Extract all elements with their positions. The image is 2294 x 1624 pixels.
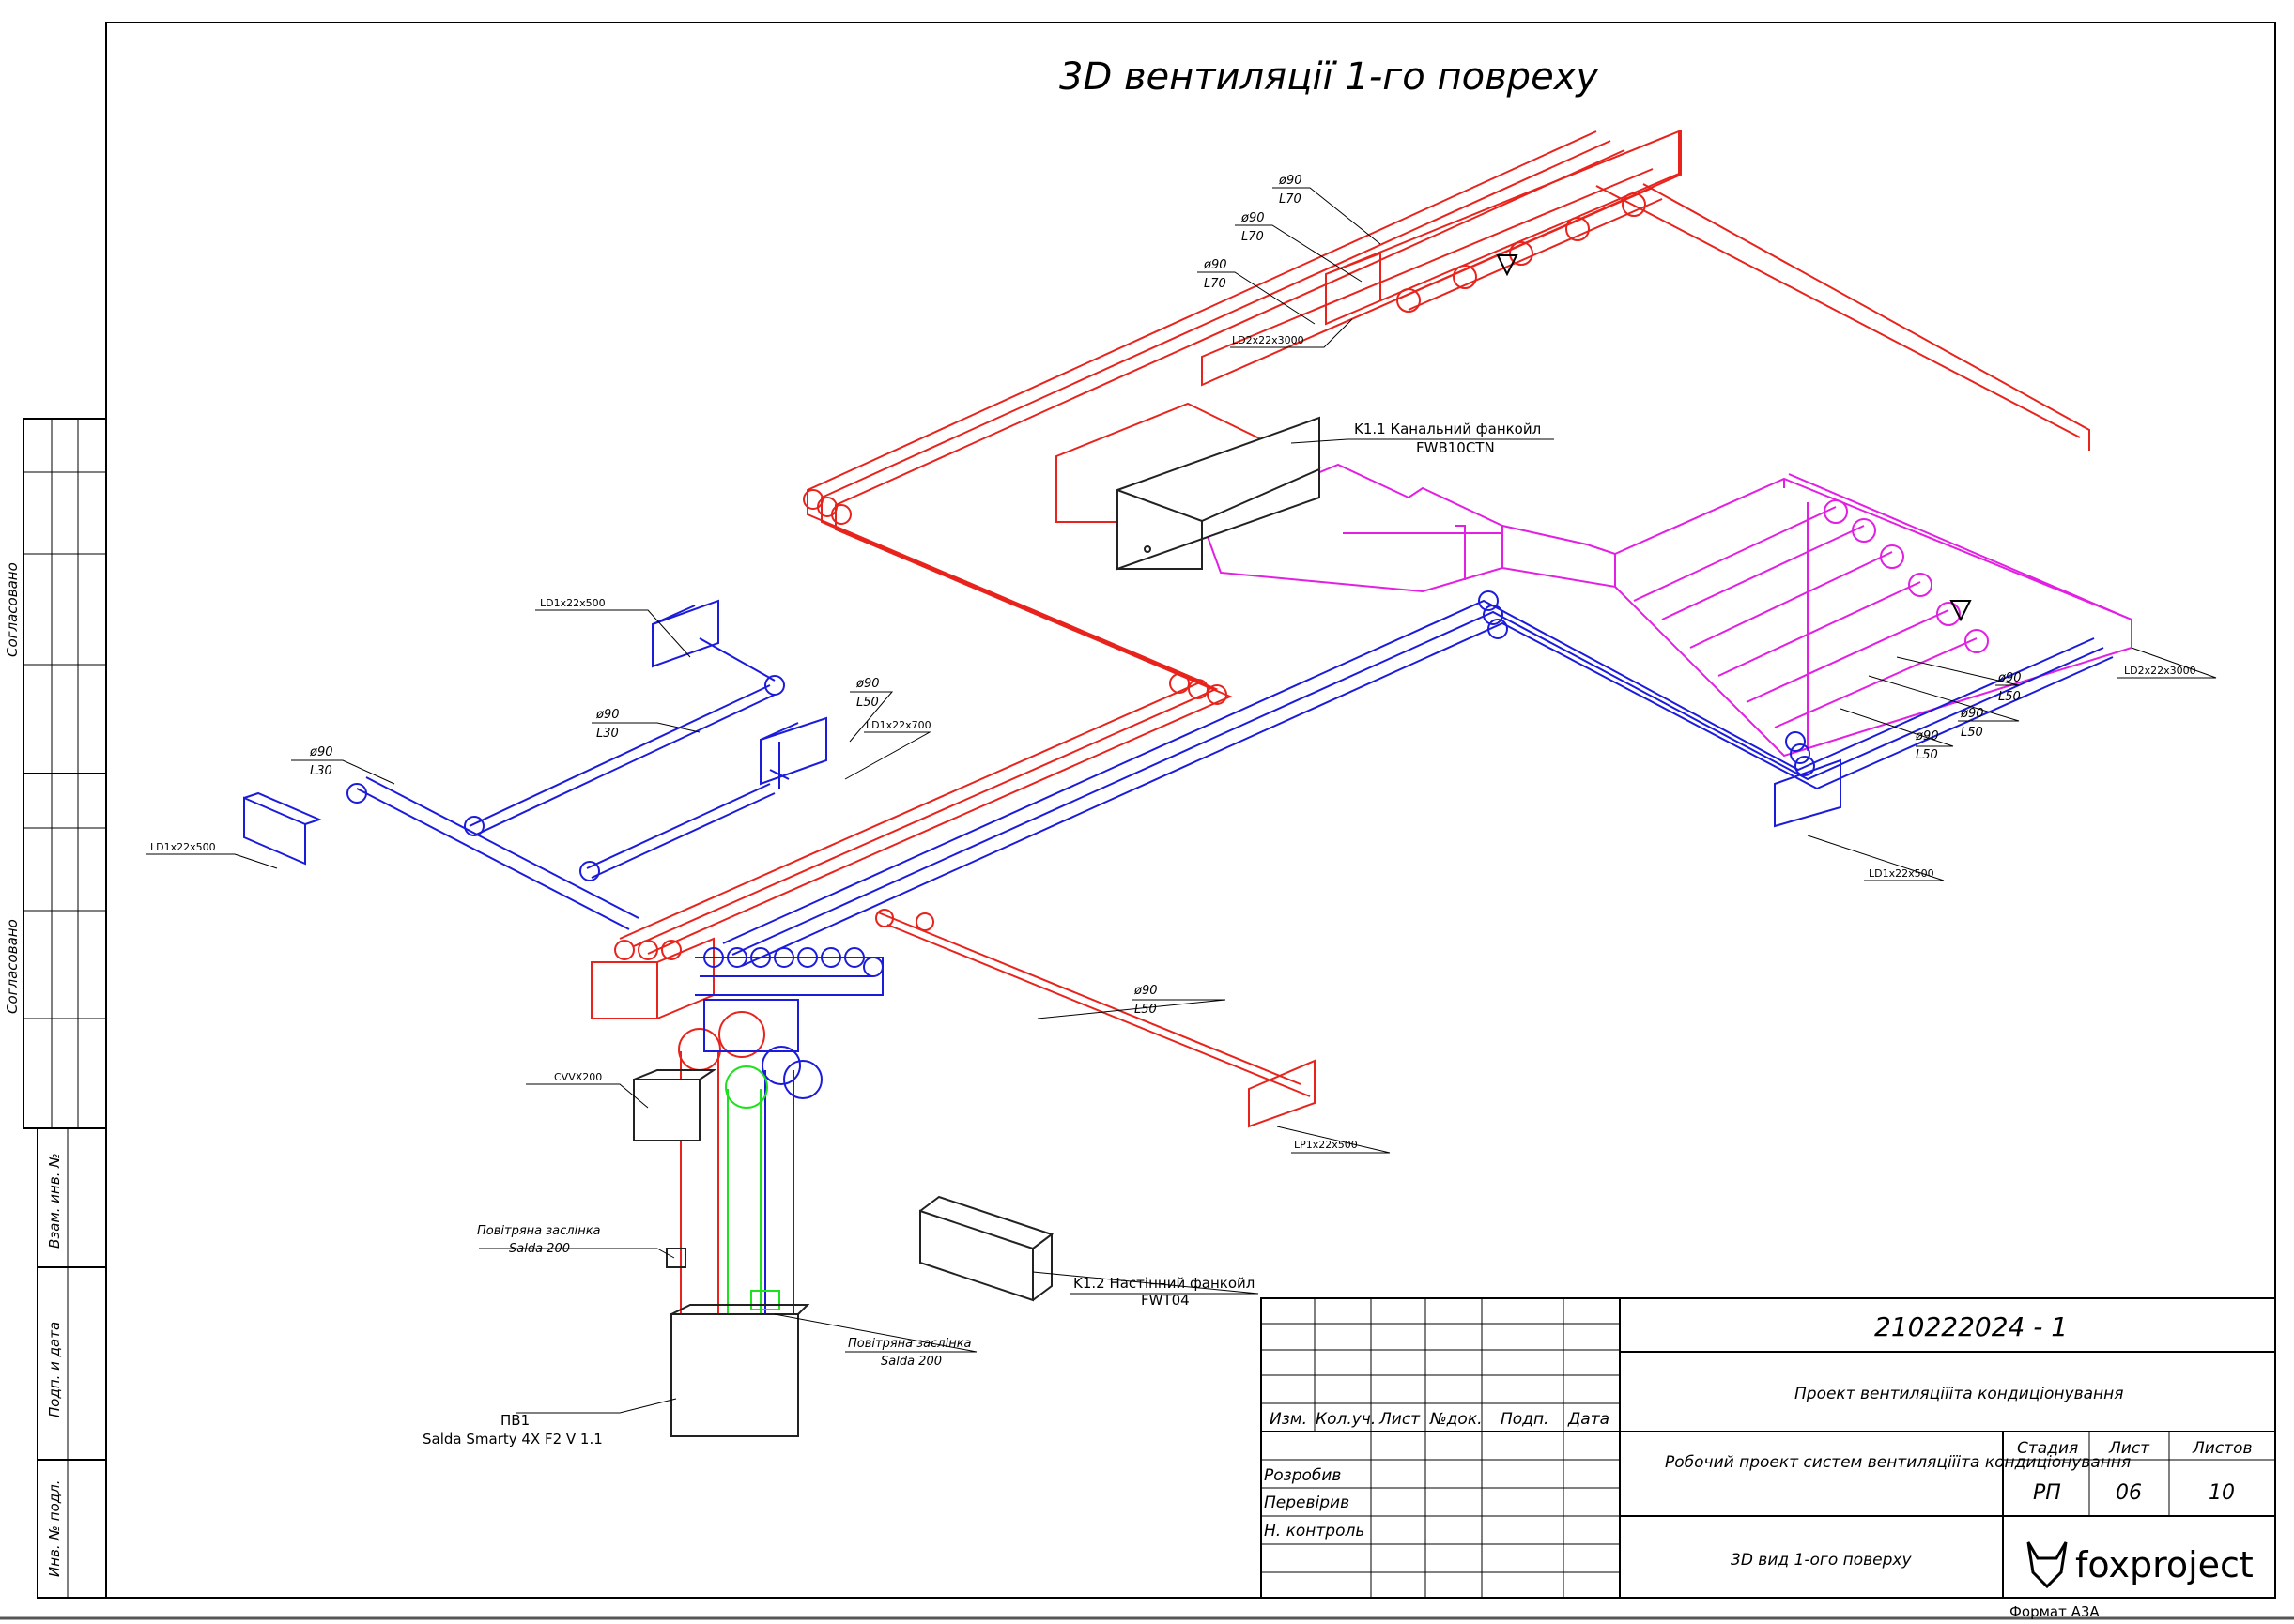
col-kol: Кол.уч. bbox=[1316, 1410, 1376, 1429]
side-agreed-1: Согласовано bbox=[4, 562, 21, 657]
ld2-top-label: LD2x22x3000 bbox=[1232, 334, 1304, 346]
col-izm: Изм. bbox=[1270, 1410, 1307, 1429]
col-podp: Подп. bbox=[1501, 1410, 1548, 1429]
ld1-500-right-label: LD1x22x500 bbox=[1869, 867, 1934, 880]
pv1-model: Salda Smarty 4X F2 V 1.1 bbox=[423, 1431, 603, 1448]
fox-logo-icon bbox=[2026, 1541, 2068, 1589]
bottom-l: L50 bbox=[1134, 1003, 1157, 1017]
col-data: Дата bbox=[1567, 1410, 1609, 1429]
company-name: foxproject bbox=[2075, 1544, 2254, 1586]
right-b-l: L50 bbox=[1961, 726, 1983, 740]
supply-ducts bbox=[591, 130, 2090, 1314]
side-sign-date: Подп. и дата bbox=[46, 1322, 63, 1417]
top2-l: L70 bbox=[1241, 230, 1264, 244]
top1-l: L70 bbox=[1279, 192, 1301, 207]
damper2-model: Salda 200 bbox=[881, 1355, 942, 1369]
lp1-500-label: LP1x22x500 bbox=[1294, 1139, 1358, 1151]
ld1-500-b-label: LD1x22x500 bbox=[150, 841, 216, 853]
sheet-label: Лист bbox=[2108, 1439, 2150, 1458]
project-name: Проект вентиляціїіта кондиціонування bbox=[1794, 1385, 2123, 1403]
pv1-title: ПВ1 bbox=[500, 1412, 530, 1429]
drawing-title: 3D вентиляції 1-го поврeху bbox=[1059, 55, 1599, 99]
side-inv-replace: Взам. инв. № bbox=[46, 1153, 63, 1249]
sheet-name: 3D вид 1-ого поверху bbox=[1731, 1551, 1912, 1570]
fancoil-k11-body bbox=[1116, 416, 1320, 571]
diffuser-labels: LD2x22x3000 LD1x22x500 LD1x22x700 LD1x22… bbox=[150, 334, 2196, 1151]
mid-d: ø90 bbox=[855, 677, 880, 691]
right-a-d: ø90 bbox=[1997, 671, 2022, 685]
left-b-l: L30 bbox=[310, 764, 332, 778]
right-c-d: ø90 bbox=[1915, 729, 1939, 743]
duct-labels: ø90 L70 ø90 L70 ø90 L70 ø90 L30 ø90 L30 … bbox=[309, 174, 2022, 1017]
left-b-d: ø90 bbox=[309, 745, 333, 759]
equipment-labels: K1.1 Канальний фанкойл FWB10CTN K1.2 Нас… bbox=[423, 421, 1541, 1448]
right-c-l: L50 bbox=[1916, 748, 1938, 762]
k12-title: K1.2 Настінний фанкойл bbox=[1073, 1275, 1255, 1292]
fancoil-duct bbox=[1200, 463, 2132, 758]
right-b-d: ø90 bbox=[1960, 707, 1984, 721]
k12-model: FWT04 bbox=[1141, 1292, 1190, 1309]
side-agreed-2: Согласовано bbox=[4, 919, 21, 1014]
doc-number: 210222024 - 1 bbox=[1874, 1311, 2068, 1342]
role-developer: Розробив bbox=[1264, 1466, 1341, 1485]
work-name: Робочий проект систем вентиляціїіта конд… bbox=[1665, 1453, 2131, 1472]
damper1-title: Повітряна заслінка bbox=[477, 1224, 601, 1238]
ld1-500-a-label: LD1x22x500 bbox=[540, 597, 606, 609]
ld1-700-label: LD1x22x700 bbox=[866, 719, 931, 731]
ld2-right-label: LD2x22x3000 bbox=[2124, 665, 2196, 677]
callout-leaders bbox=[146, 187, 2217, 1414]
side-inv-orig: Инв. № подл. bbox=[46, 1480, 63, 1577]
role-checker: Перевірив bbox=[1264, 1494, 1349, 1512]
mid-l: L50 bbox=[856, 696, 879, 710]
top1-d: ø90 bbox=[1278, 174, 1302, 188]
drawing-frame bbox=[0, 22, 2294, 1620]
sheets-value: 10 bbox=[2209, 1481, 2235, 1505]
top3-d: ø90 bbox=[1203, 258, 1227, 272]
sheets-label: Листов bbox=[2192, 1439, 2253, 1458]
exhaust-ducts bbox=[243, 590, 2114, 1314]
top2-d: ø90 bbox=[1240, 211, 1265, 225]
title-block: 210222024 - 1 Проект вентиляціїіта конди… bbox=[1260, 1297, 2276, 1620]
col-list: Лист bbox=[1378, 1410, 1421, 1429]
format-label: Формат А3А bbox=[2009, 1603, 2100, 1620]
k11-model: FWB10CTN bbox=[1416, 439, 1495, 456]
intake-duct bbox=[725, 1065, 780, 1319]
equipment bbox=[633, 1069, 1055, 1437]
left-a-l: L30 bbox=[596, 727, 619, 741]
top3-l: L70 bbox=[1204, 277, 1226, 291]
right-a-l: L50 bbox=[1998, 690, 2021, 704]
cvvx-label: CVVX200 bbox=[554, 1071, 602, 1083]
left-a-d: ø90 bbox=[595, 708, 620, 722]
stage-value: РП bbox=[2033, 1481, 2061, 1505]
damper1-model: Salda 200 bbox=[509, 1242, 570, 1256]
role-control: Н. контроль bbox=[1264, 1522, 1364, 1540]
bottom-d: ø90 bbox=[1133, 984, 1158, 998]
damper2-title: Повітряна заслінка bbox=[848, 1337, 972, 1351]
side-stamp: Согласовано Согласовано Взам. инв. № Под… bbox=[4, 418, 107, 1599]
col-doc: №док. bbox=[1429, 1410, 1483, 1429]
sheet-value: 06 bbox=[2116, 1481, 2142, 1505]
k11-title: K1.1 Канальний фанкойл bbox=[1354, 421, 1541, 437]
stage-label: Стадия bbox=[2017, 1439, 2078, 1458]
